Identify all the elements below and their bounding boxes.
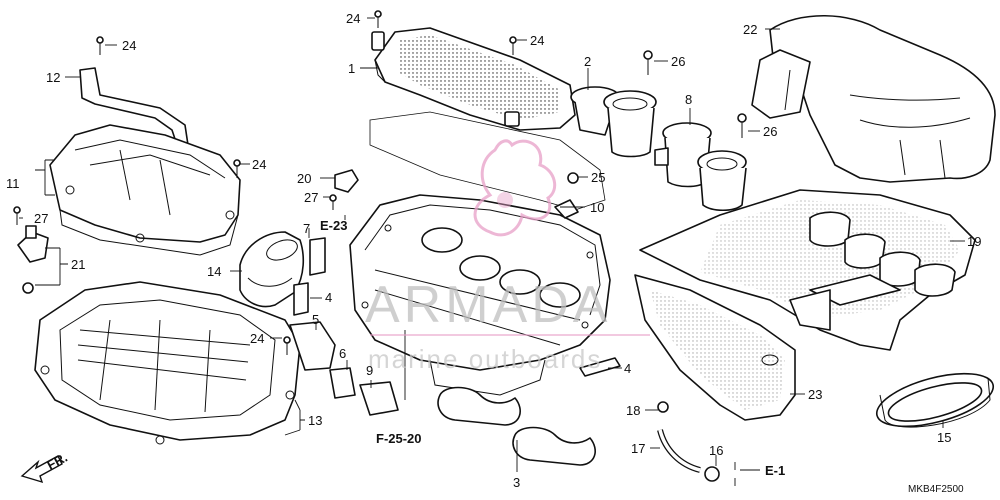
callout-24-mid-left: 24 [252,157,266,172]
bolt-26-upper[interactable] [643,50,653,75]
bolt-26-lower[interactable] [737,113,747,138]
callout-25: 25 [591,170,605,185]
part-4-foam-right[interactable] [579,357,621,377]
part-1-upper-lid[interactable] [371,27,576,131]
part-10-clamp[interactable] [554,199,579,219]
callout-24-lid: 24 [530,33,544,48]
callout-labels: 1 2 3 4 4 5 6 7 8 9 10 11 12 13 14 15 16… [6,11,981,490]
part-4-foam-left[interactable] [293,282,309,316]
part-2-funnel-set[interactable] [570,86,657,158]
watermark-logo-icon [473,139,557,237]
callout-12: 12 [46,70,60,85]
ref-e23: E-23 [320,218,347,233]
bolt-24-lower[interactable] [283,336,291,355]
callout-18: 18 [626,403,640,418]
callout-14: 14 [207,264,221,279]
diagram-code: MKB4F2500 [908,484,964,495]
part-3-gasket[interactable] [437,386,596,466]
callout-27-left: 27 [34,211,48,226]
callout-6: 6 [339,346,346,361]
part-13-lower-housing[interactable] [34,281,301,445]
part-18-clip[interactable] [657,401,669,413]
part-17-hose[interactable] [657,429,701,473]
part-20-sensor[interactable] [334,169,359,193]
part-6-foam[interactable] [329,367,356,399]
watermark-tagline: marine outboards [368,344,602,374]
callout-3: 3 [513,475,520,490]
callout-5: 5 [312,312,319,327]
part-14-rubber-boot[interactable] [239,231,305,308]
part-8-funnel-set[interactable] [654,122,747,212]
callout-4-left: 4 [325,290,332,305]
callout-17: 17 [631,441,645,456]
callout-13: 13 [308,413,322,428]
bolt-24-lid[interactable] [509,36,517,55]
screw-27-center[interactable] [329,194,337,210]
lid-gasket-outline [369,111,606,211]
part-23-side-duct[interactable] [634,274,796,421]
leader-lines [19,17,965,486]
part-19-duct-plate[interactable] [639,189,976,351]
callout-2: 2 [584,54,591,69]
callout-22: 22 [743,22,757,37]
part-11-upper-housing[interactable] [49,124,241,256]
watermark-brand: ARMADA [365,276,611,334]
callout-24-top-center: 24 [346,11,360,26]
bolt-25[interactable] [567,172,579,184]
callout-26-upper: 26 [671,54,685,69]
callout-16: 16 [709,443,723,458]
callout-9: 9 [366,363,373,378]
callout-7: 7 [303,221,310,236]
callout-1: 1 [348,61,355,76]
ref-e1: E-1 [765,463,785,478]
callout-8: 8 [685,92,692,107]
callout-10: 10 [590,200,604,215]
screw-27-left[interactable] [13,206,21,225]
ref-f2520: F-25-20 [376,431,422,446]
part-16-plug[interactable] [704,466,720,482]
part-9-foam[interactable] [359,381,399,416]
callout-15: 15 [937,430,951,445]
bolt-24-top-center[interactable] [374,10,382,28]
callout-4-right: 4 [624,361,631,376]
part-15-intake-funnel[interactable] [871,363,998,437]
bolt-24-top-left[interactable] [96,36,104,55]
watermark-logo-dot-icon [497,192,513,208]
callout-24-lower: 24 [250,331,264,346]
front-arrow-icon [20,455,63,484]
callout-27-center: 27 [304,190,318,205]
part-22-cover[interactable] [751,14,996,183]
part-7-foam[interactable] [309,237,326,276]
callout-11: 11 [6,176,20,191]
front-direction: FR. [20,450,70,484]
part-21-sensor[interactable] [17,225,49,294]
cross-references: E-23 F-25-20 E-1 [320,218,785,478]
callout-21: 21 [71,257,85,272]
watermark: ARMADA marine outboards [365,139,650,374]
callout-19: 19 [967,234,981,249]
callout-20: 20 [297,171,311,186]
bolt-24-mid-left[interactable] [233,159,241,178]
callout-23: 23 [808,387,822,402]
callout-26-lower: 26 [763,124,777,139]
part-5-foam[interactable] [289,321,336,371]
callout-24-top-left: 24 [122,38,136,53]
